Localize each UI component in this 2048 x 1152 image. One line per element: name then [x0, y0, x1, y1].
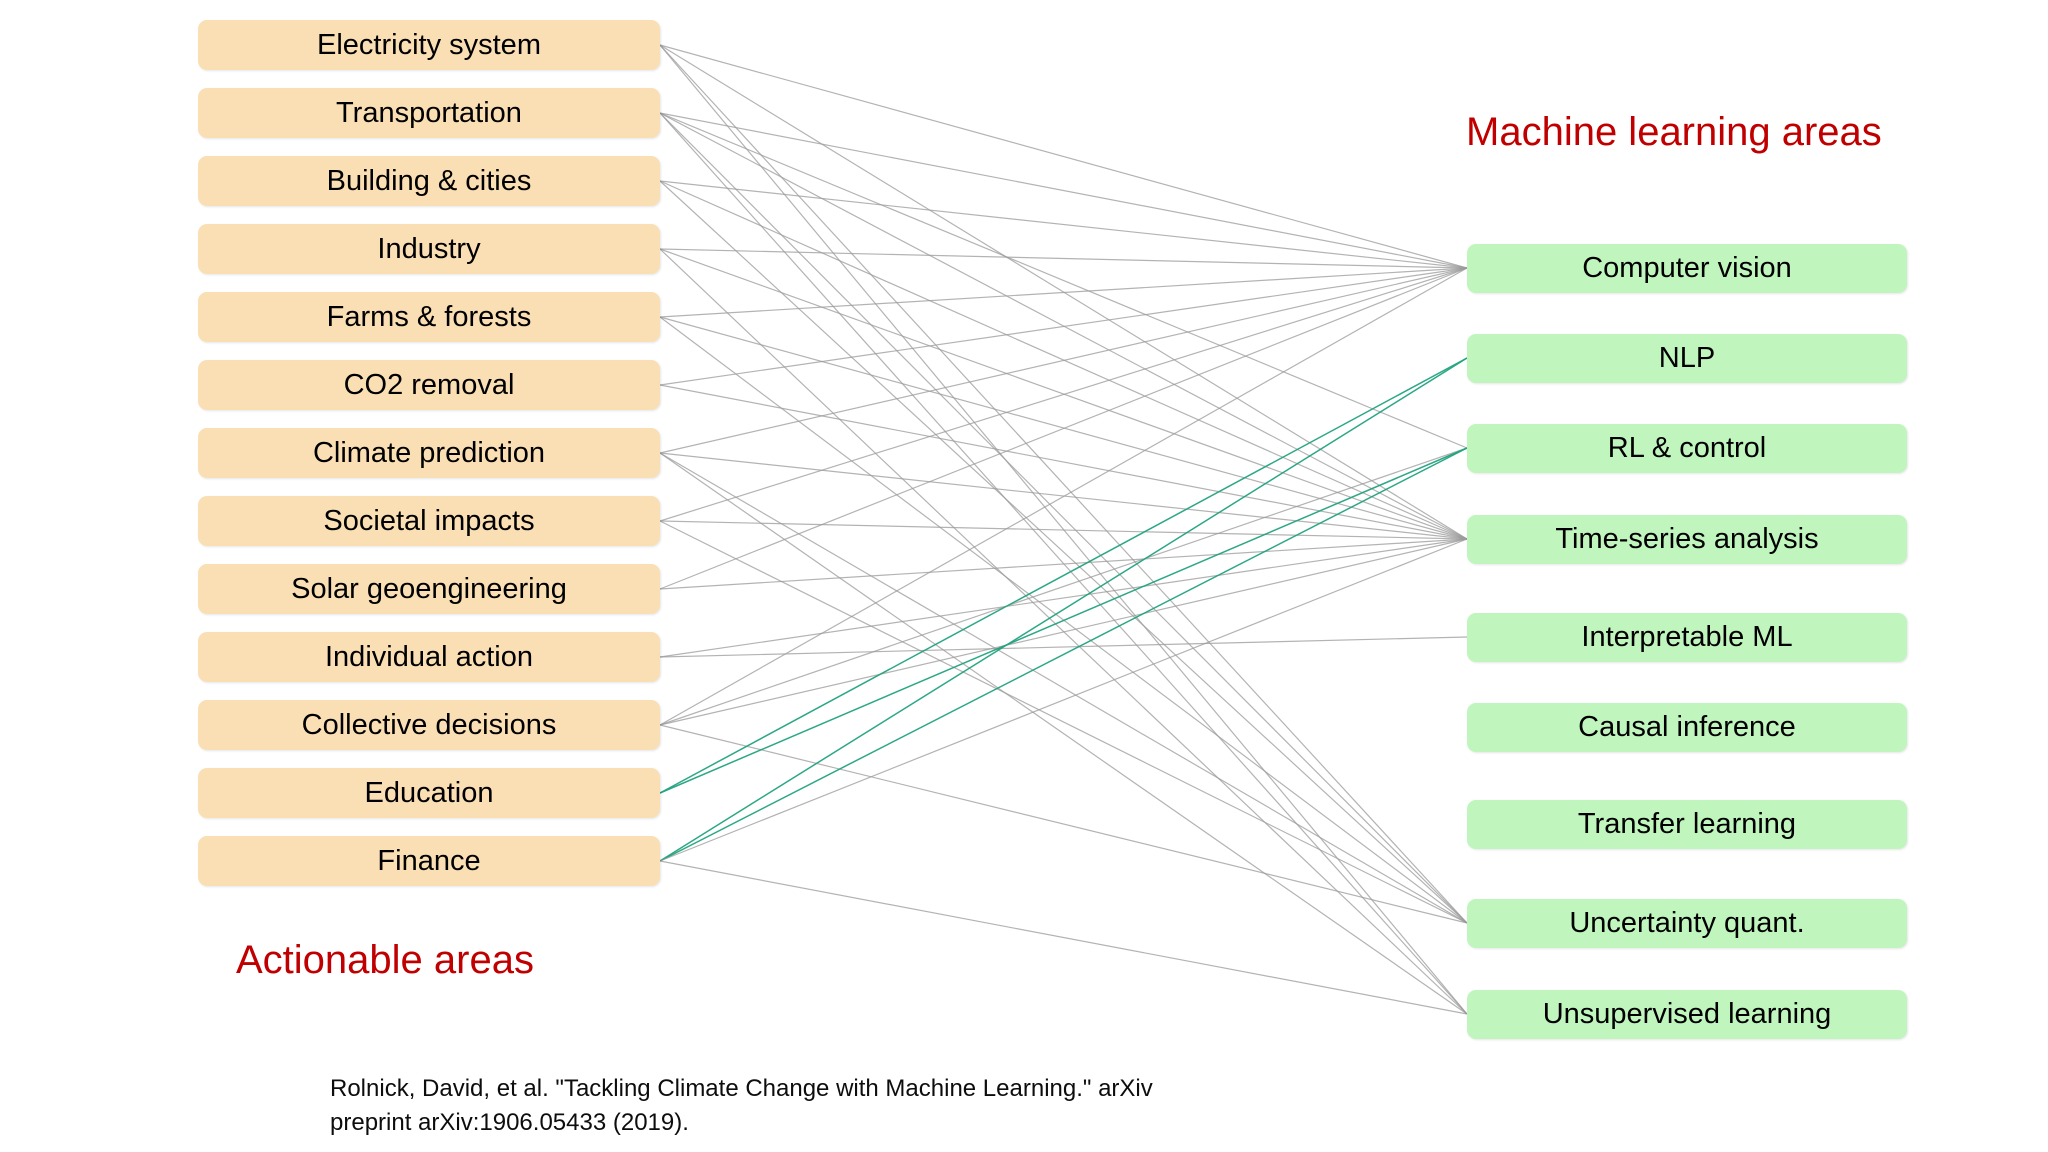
edge-collective-decisions-to-computer-vision [659, 267, 1468, 726]
node-label: Electricity system [317, 28, 541, 61]
edge-co2-removal-to-computer-vision [659, 267, 1468, 386]
edge-building-cities-to-computer-vision [659, 180, 1468, 269]
edge-finance-to-rl-control [659, 447, 1468, 862]
node-solar-geoengineering[interactable]: Solar geoengineering [198, 564, 660, 614]
edge-climate-prediction-to-computer-vision [659, 267, 1468, 454]
edge-industry-to-computer-vision [659, 248, 1468, 269]
node-label: Transfer learning [1577, 807, 1797, 840]
node-label: Time-series analysis [1555, 522, 1819, 555]
node-unsupervised-learning[interactable]: Unsupervised learning [1467, 989, 1907, 1039]
citation-text: Rolnick, David, et al. "Tackling Climate… [330, 1072, 1330, 1140]
node-label: Societal impacts [323, 504, 535, 537]
citation-line-1: Rolnick, David, et al. "Tackling Climate… [330, 1075, 1153, 1102]
node-label: Uncertainty quant. [1569, 906, 1805, 939]
node-industry[interactable]: Industry [198, 224, 660, 274]
node-co2-removal[interactable]: CO2 removal [198, 360, 660, 410]
node-label: Finance [377, 844, 481, 877]
node-farms-forests[interactable]: Farms & forests [198, 292, 660, 342]
edge-solar-geoengineering-to-computer-vision [659, 267, 1468, 590]
edge-individual-action-to-interpretable-ml [659, 636, 1468, 658]
node-uncertainty-quant[interactable]: Uncertainty quant. [1467, 898, 1907, 948]
node-climate-prediction[interactable]: Climate prediction [198, 428, 660, 478]
node-label: Industry [377, 232, 481, 265]
node-label: Unsupervised learning [1542, 997, 1832, 1030]
node-transportation[interactable]: Transportation [198, 88, 660, 138]
node-label: Transportation [336, 96, 522, 129]
node-label: RL & control [1607, 431, 1767, 464]
node-label: Building & cities [326, 164, 532, 197]
node-finance[interactable]: Finance [198, 836, 660, 886]
edge-individual-action-to-time-series-analysis [659, 538, 1468, 658]
node-computer-vision[interactable]: Computer vision [1467, 243, 1907, 293]
node-label: CO2 removal [343, 368, 515, 401]
edge-co2-removal-to-time-series-analysis [659, 384, 1468, 540]
edge-collective-decisions-to-time-series-analysis [659, 538, 1468, 726]
node-nlp[interactable]: NLP [1467, 333, 1907, 383]
node-collective-decisions[interactable]: Collective decisions [198, 700, 660, 750]
edge-collective-decisions-to-rl-control [659, 447, 1468, 726]
edge-societal-impacts-to-time-series-analysis [659, 520, 1468, 540]
node-causal-inference[interactable]: Causal inference [1467, 702, 1907, 752]
edge-finance-to-unsupervised-learning [659, 860, 1468, 1015]
edge-societal-impacts-to-uncertainty-quant [659, 520, 1468, 924]
node-label: Interpretable ML [1581, 620, 1793, 653]
node-time-series-analysis[interactable]: Time-series analysis [1467, 514, 1907, 564]
node-building-cities[interactable]: Building & cities [198, 156, 660, 206]
actionable-areas-title: Actionable areas [236, 938, 534, 982]
node-label: Individual action [325, 640, 533, 673]
node-label: Collective decisions [301, 708, 557, 741]
edge-building-cities-to-uncertainty-quant [659, 180, 1468, 924]
edge-education-to-rl-control [659, 447, 1468, 794]
edge-electricity-system-to-computer-vision [659, 44, 1468, 269]
edge-climate-prediction-to-unsupervised-learning [659, 452, 1468, 1015]
node-label: NLP [1658, 341, 1716, 374]
edge-electricity-system-to-uncertainty-quant [659, 44, 1468, 924]
edge-finance-to-time-series-analysis [659, 538, 1468, 862]
node-label: Education [364, 776, 494, 809]
node-label: Climate prediction [312, 436, 546, 469]
edge-solar-geoengineering-to-time-series-analysis [659, 538, 1468, 590]
node-label: Farms & forests [326, 300, 532, 333]
edge-education-to-nlp [659, 357, 1468, 794]
node-label: Solar geoengineering [291, 572, 567, 605]
edge-transportation-to-uncertainty-quant [659, 112, 1468, 924]
node-electricity-system[interactable]: Electricity system [198, 20, 660, 70]
node-rl-control[interactable]: RL & control [1467, 423, 1907, 473]
edge-finance-to-nlp [659, 357, 1468, 862]
edge-transportation-to-rl-control [659, 112, 1468, 449]
node-societal-impacts[interactable]: Societal impacts [198, 496, 660, 546]
node-label: Causal inference [1578, 710, 1796, 743]
edge-farms-forests-to-computer-vision [659, 267, 1468, 318]
node-label: Computer vision [1582, 251, 1792, 284]
node-education[interactable]: Education [198, 768, 660, 818]
edge-collective-decisions-to-uncertainty-quant [659, 724, 1468, 924]
edge-transportation-to-computer-vision [659, 112, 1468, 269]
citation-line-2: preprint arXiv:1906.05433 (2019). [330, 1109, 689, 1137]
node-transfer-learning[interactable]: Transfer learning [1467, 799, 1907, 849]
node-interpretable-ml[interactable]: Interpretable ML [1467, 612, 1907, 662]
machine-learning-areas-title: Machine learning areas [1466, 110, 1882, 154]
edge-climate-prediction-to-uncertainty-quant [659, 452, 1468, 924]
node-individual-action[interactable]: Individual action [198, 632, 660, 682]
edge-societal-impacts-to-computer-vision [659, 267, 1468, 522]
